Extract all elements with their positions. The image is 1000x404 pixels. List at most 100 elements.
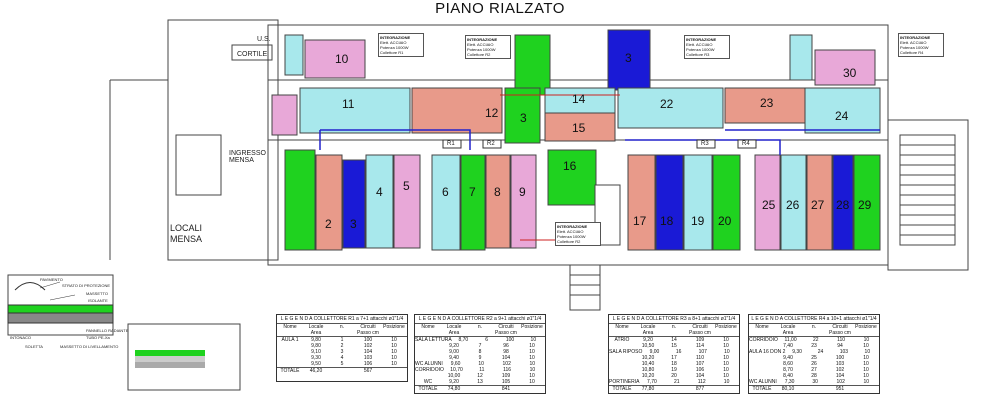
legend-cell: SALA LETTURA xyxy=(415,337,452,343)
legend-cell xyxy=(277,361,303,367)
legend-cell: 5 xyxy=(340,361,344,367)
legend-cell: WC ALUNNI xyxy=(415,361,443,367)
label-ingresso-mensa: INGRESSO MENSA xyxy=(229,150,266,164)
legend-header-cell: Nome xyxy=(421,324,435,330)
legend-cell: 2 xyxy=(340,343,344,349)
legend-header-cell: Nome xyxy=(615,324,629,330)
room-blue-top xyxy=(607,29,651,91)
legend-cell: 9,00 xyxy=(449,349,459,355)
legend-cell: 10 xyxy=(723,379,730,385)
legend-total-cell: 841 xyxy=(501,386,511,392)
legend-cell: 24 xyxy=(817,349,824,355)
legend-cell: 10 xyxy=(723,361,729,367)
legend-cell: 8,40 xyxy=(783,373,793,379)
legend-cell: 10 xyxy=(529,361,536,367)
legend-cell: 10 xyxy=(529,367,536,373)
legend-cell: 100 xyxy=(835,355,845,361)
room-9 xyxy=(510,154,537,249)
room-label-15: 15 xyxy=(572,121,586,135)
legend-cell: 9,20 xyxy=(449,343,459,349)
legend-cell: 104 xyxy=(501,355,511,361)
label-r4: R4 xyxy=(742,141,750,147)
legend-total-cell xyxy=(381,368,407,374)
legend-cell: 10 xyxy=(863,361,869,367)
legend-cell: 9,80 xyxy=(311,343,321,349)
legend-cell: 20 xyxy=(671,373,677,379)
legend-cell: 4 xyxy=(340,355,344,361)
integrazione-box-4: INTEGRAZIONE Elett. ACCIAIO Potenza 1000… xyxy=(898,33,944,57)
legend-cell: AULA 1 xyxy=(281,337,299,343)
room-27 xyxy=(806,154,833,251)
legend-cell: CORRIDOIO xyxy=(749,337,778,343)
legend-cell: 100 xyxy=(505,337,515,343)
legend-cell: 10 xyxy=(529,373,535,379)
legend-header-cell: n. xyxy=(671,324,677,330)
section-label-intonaco: INTONACO xyxy=(10,335,32,340)
legend-cell: AULA 16 DON 2 xyxy=(749,349,786,355)
legend-cell: 9,30 xyxy=(792,349,802,355)
room-label-14: 14 xyxy=(572,92,586,106)
room-20 xyxy=(712,154,741,251)
room-7 xyxy=(460,154,486,251)
legend-cell: 10,00 xyxy=(447,373,461,379)
room-pink-left xyxy=(271,94,298,136)
legend-header-cell: Posizione xyxy=(715,324,737,330)
legend-header-cell: n. xyxy=(477,324,483,330)
room-26 xyxy=(780,154,807,251)
room-28 xyxy=(832,154,854,251)
section-label-soletta: SOLETTA xyxy=(25,344,43,349)
legend-total-cell: 567 xyxy=(363,368,373,374)
legend-header-cell: Posizione xyxy=(521,324,543,330)
legend-cell: ATRIO xyxy=(614,337,630,343)
room-label-10: 10 xyxy=(335,52,349,66)
legend-cell: 6 xyxy=(485,337,489,343)
label-r3: R3 xyxy=(701,141,709,147)
integrazione-box-1: INTEGRAZIONE Elett. ACCIAIO Potenza 1000… xyxy=(378,33,424,57)
room-label-23: 23 xyxy=(760,96,774,110)
room-16 xyxy=(547,149,597,206)
legend-table-r4: L E G E N D A COLLETTORE R4 a 10+1 attac… xyxy=(748,314,880,394)
legend-header-cell: Locale Area xyxy=(640,324,656,336)
legend-cell: 10 xyxy=(530,337,537,343)
legend-cell: 10,80 xyxy=(641,367,655,373)
room-30 xyxy=(814,49,876,86)
legend-cell: 106 xyxy=(363,361,373,367)
legend-cell: 15 xyxy=(671,343,677,349)
legend-header-cell: Nome xyxy=(755,324,769,330)
legend-total-cell: TOTALE xyxy=(280,368,300,374)
label-r2: R2 xyxy=(487,141,495,147)
label-cortile: CORTILE xyxy=(237,51,268,58)
legend-cell: 10 xyxy=(723,343,729,349)
legend-cell: 103 xyxy=(835,361,845,367)
room-label-20: 20 xyxy=(718,214,732,228)
legend-cell: 30 xyxy=(812,379,818,385)
plan-title: PIANO RIALZATO xyxy=(435,0,565,17)
room-3-lower xyxy=(342,159,366,249)
room-11 xyxy=(299,87,411,134)
legend-cell: 102 xyxy=(502,361,511,367)
room-label-27: 27 xyxy=(811,198,825,212)
legend-cell: 26 xyxy=(811,361,817,367)
legend-total-cell: TOTALE xyxy=(752,386,772,392)
room-label-5: 5 xyxy=(403,179,410,193)
floor-section-detail xyxy=(7,274,114,336)
room-23 xyxy=(724,87,806,124)
section-label-pannello: PANNELLO RADIANTE xyxy=(86,328,129,333)
section-label-pavimento: PAVIMENTO xyxy=(40,277,63,282)
room-24 xyxy=(804,87,881,134)
